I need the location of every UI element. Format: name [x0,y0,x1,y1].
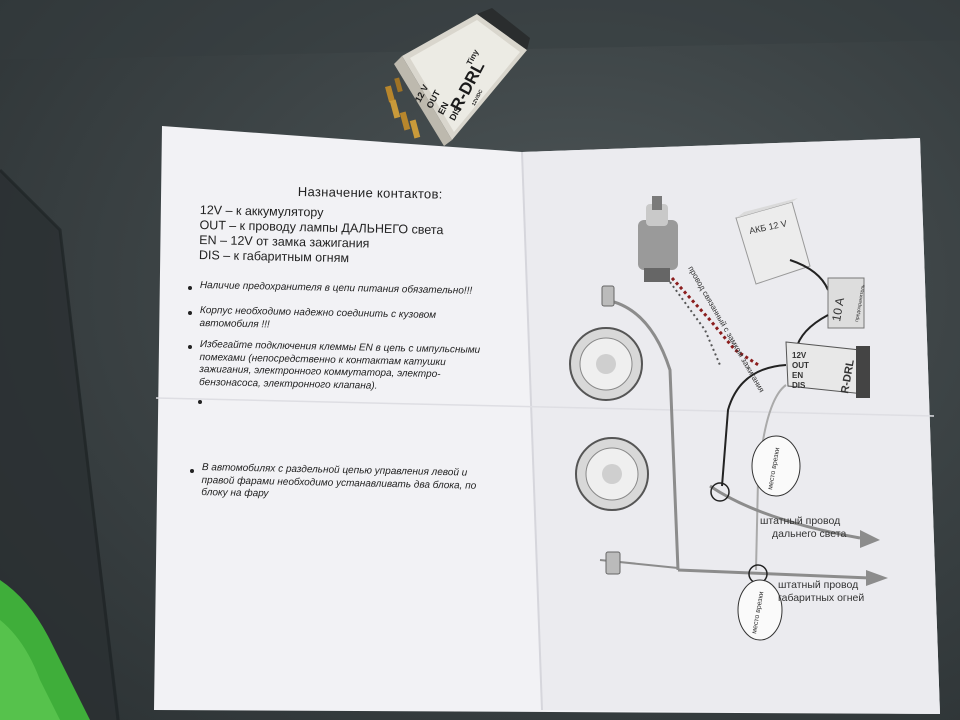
note-en-interference: Избегайте подключения клеммы EN в цепь с… [198,339,481,392]
side-marker-bottom-icon [605,551,621,575]
high-beam-caption-line-2: дальнего света [772,528,846,540]
high-beam-caption-line-1: штатный провод [760,515,840,527]
fuse: 10 A предохранитель [827,277,867,329]
ignition-switch [638,196,678,282]
cut-point-bubble-2 [737,579,783,641]
bullet-5 [190,469,194,473]
parking-caption-line-1: штатный провод [778,579,858,591]
unit-model: R-DRL [839,358,857,394]
bullet-2 [188,311,192,315]
battery: АКБ 12 V [735,198,811,285]
cut-point-bubble-1 [751,435,801,497]
relay-pins [385,77,421,139]
unit-pin-out: OUT [792,361,809,370]
wiring-diagram: провод связанный с замком зажигания АКБ … [569,196,888,641]
cut-point-marker-1 [710,482,730,502]
green-cloth [0,580,90,720]
side-marker-top-icon [601,285,615,307]
bullet-1 [188,286,192,290]
parking-caption-line-2: габаритных огней [778,592,864,604]
unit-pin-dis: DIS [792,381,806,390]
bullet-3 [188,345,192,349]
contacts-heading: Назначение контактов: [297,184,443,202]
bullet-4 [198,400,202,404]
headlight-top-icon [569,327,643,401]
high-beam-arrow-icon [860,530,880,548]
fuse-label: 10 A [829,296,847,322]
headlight-bottom-icon [575,437,649,511]
unit-pin-12v: 12V [792,351,807,360]
contacts-list: 12V – к аккумулятору OUT – к проводу лам… [199,203,444,268]
relay-module: 12 V OUT EN DIS R-DRL Tiny 12V/DC [385,8,530,146]
diagram-unit: 12V OUT EN DIS R-DRL [785,341,870,398]
unit-pin-en: EN [792,371,803,380]
parking-arrow-icon [866,570,888,586]
note-two-units: В автомобилях с раздельной цепью управле… [201,462,477,500]
